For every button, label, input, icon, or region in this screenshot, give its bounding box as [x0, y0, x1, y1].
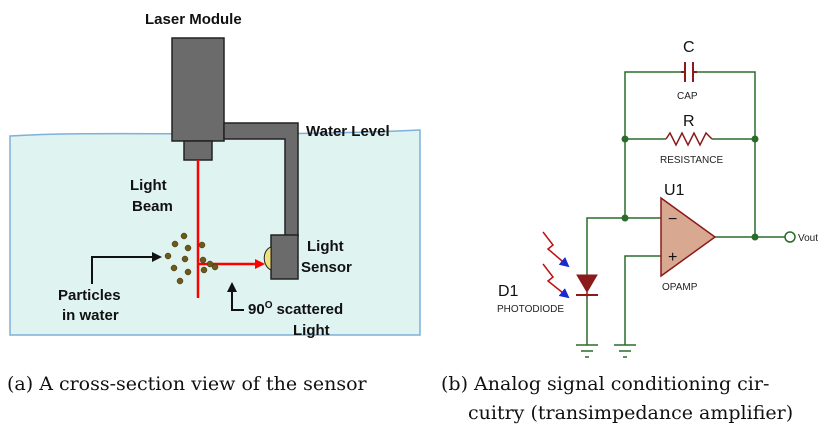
- figure-b: − + C CAP R RESISTANCE U1 OPAMP D1 PHOTO…: [497, 39, 818, 358]
- light-beam-label-line1: Light: [130, 177, 167, 194]
- scattered-light-pointer: [227, 282, 244, 311]
- light-sensor-label-line2: Sensor: [301, 259, 352, 276]
- capacitor-name-label: CAP: [677, 91, 698, 102]
- light-sensor-body: [270, 234, 299, 280]
- particles-label-line2: in water: [62, 307, 119, 324]
- laser-module-nozzle: [183, 140, 213, 161]
- capacitor-ref-label: C: [683, 39, 695, 56]
- resistor-ref-label: R: [683, 113, 695, 130]
- light-beam-label-line2: Beam: [132, 198, 173, 215]
- caption-figure-b-line1: (b) Analog signal conditioning cir-: [441, 373, 770, 395]
- resistor-name-label: RESISTANCE: [660, 155, 723, 166]
- particles-pointer: [91, 252, 162, 284]
- incident-light-arrows: [542, 231, 570, 299]
- output-label: Vout: [798, 233, 818, 244]
- opamp-symbol: [660, 196, 717, 278]
- opamp-name-label: OPAMP: [662, 282, 698, 293]
- opamp-plus-label: +: [668, 249, 677, 266]
- photodiode-name-label: PHOTODIODE: [497, 304, 564, 315]
- particles-label-line1: Particles: [58, 287, 121, 304]
- caption-figure-b-line2: cuitry (transimpedance amplifier): [468, 402, 794, 424]
- capacitor-symbol: [681, 62, 697, 82]
- junction-dots: [621, 135, 759, 241]
- photodiode-ref-label: D1: [498, 283, 519, 300]
- laser-module-body: [171, 37, 225, 142]
- opamp-minus-label: −: [668, 211, 677, 228]
- ground-symbol-diode: [576, 344, 598, 358]
- particles: [164, 232, 219, 285]
- caption-figure-a: (a) A cross-section view of the sensor: [7, 373, 367, 395]
- light-sensor-label-line1: Light: [307, 238, 344, 255]
- water-body: [9, 129, 421, 336]
- photodiode-symbol: [576, 274, 598, 298]
- caption-figure-b: (b) Analog signal conditioning cir- cuit…: [441, 370, 793, 428]
- ground-symbol-opamp: [614, 344, 636, 358]
- scattered-light-label-line2: Light: [293, 322, 330, 339]
- laser-module-label: Laser Module: [145, 11, 242, 28]
- resistor-symbol: [665, 131, 713, 147]
- output-terminal: [784, 231, 796, 243]
- figure-a: Laser Module Water Level Light Beam Ligh…: [9, 11, 421, 339]
- feedback-capacitor: [624, 71, 756, 139]
- opamp-ref-label: U1: [664, 182, 685, 199]
- water-level-label: Water Level: [306, 123, 390, 140]
